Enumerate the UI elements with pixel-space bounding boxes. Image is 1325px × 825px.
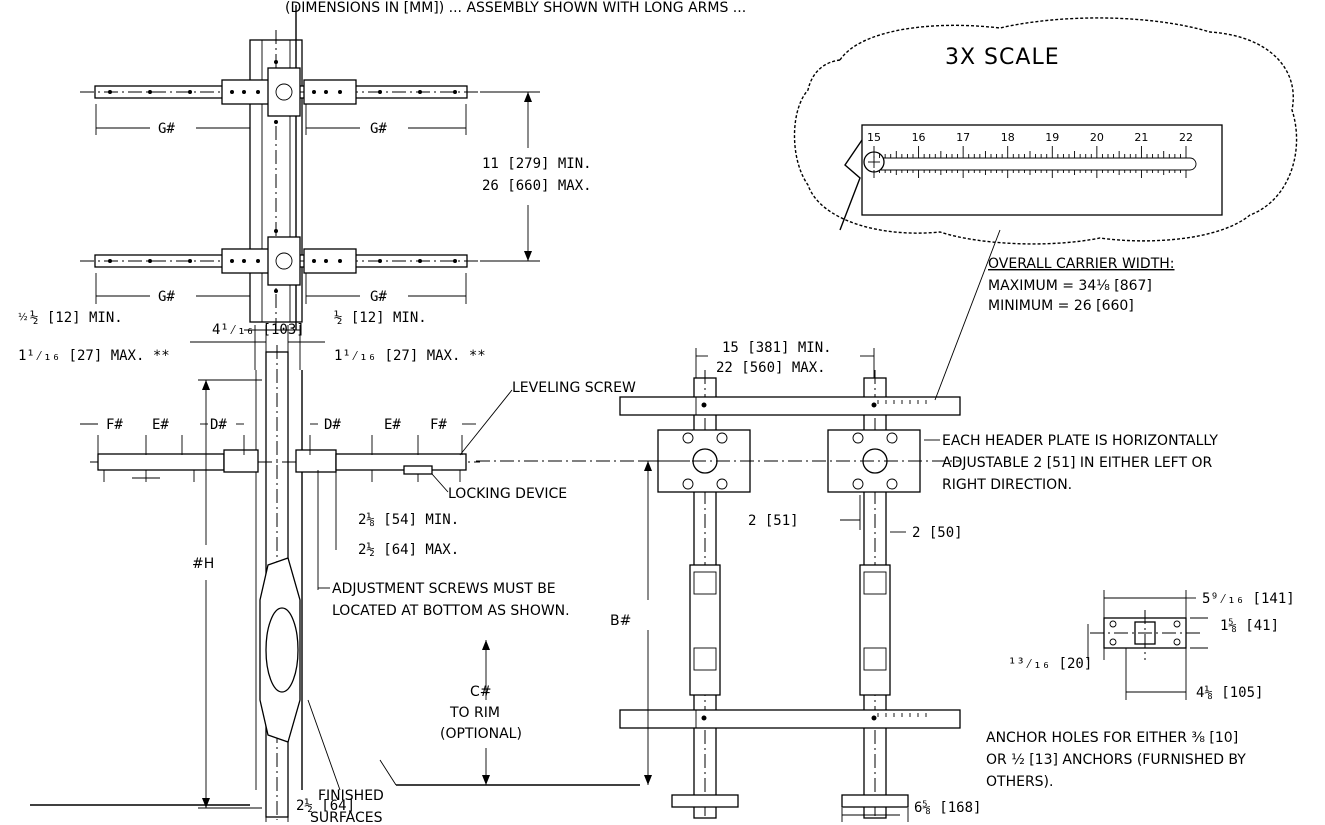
ruler-number: 17 [956, 131, 970, 144]
to-rim: TO RIM [449, 705, 500, 721]
max-2-1-2: 2½ [64] MAX. [358, 542, 459, 558]
g-label: G# [158, 289, 175, 305]
f-label-right: F# [430, 417, 447, 433]
bottom-2-1-2: 2½ [64] [296, 798, 355, 814]
g-label: G# [370, 121, 387, 137]
front-max-22: 22 [560] MAX. [716, 360, 826, 376]
plan-view: G# G# G# G# 11 [279] MIN. 26 [660] MAX. [80, 5, 592, 330]
anchor-4-1-8: 4⅛ [105] [1196, 685, 1263, 701]
front-view: 15 [381] MIN. 22 [560] MAX. [476, 340, 1218, 822]
top-note: (DIMENSIONS IN [MM]) ... ASSEMBLY SHOWN … [285, 0, 746, 16]
ruler-number: 15 [867, 131, 881, 144]
g-label: G# [158, 121, 175, 137]
half-min-right: ½ [12] MIN. [334, 310, 427, 326]
d-label-left: D# [210, 417, 227, 433]
g-label: G# [370, 289, 387, 305]
rim-dimension: C# TO RIM (OPTIONAL) [379, 640, 640, 786]
finished-2: SURFACES [310, 810, 383, 825]
ruler-number: 18 [1001, 131, 1015, 144]
front-min-15: 15 [381] MIN. [722, 340, 832, 356]
anchor-note-3: OTHERS). [986, 774, 1053, 790]
spacing-min: 11 [279] MIN. [482, 156, 592, 172]
h-label: #H [192, 556, 214, 572]
ruler-number: 20 [1090, 131, 1104, 144]
side-view: ½ ½ [12] MIN. 1¹⁄₁₆ [27] MAX. ** 4¹⁄₁₆ [… [18, 310, 636, 825]
svg-text:½: ½ [18, 311, 28, 323]
bottom-6-5-8: 6⅝ [168] [914, 800, 981, 816]
min-2-1-8: 2⅛ [54] MIN. [358, 512, 459, 528]
carrier-width-max: MAXIMUM = 34⅛ [867] [988, 278, 1152, 294]
anchor-detail: 5⁹⁄₁₆ [141] 1⅝ [41] ¹³⁄₁₆ [20] 4⅛ [105] … [986, 590, 1295, 790]
dim-2-51: 2 [51] [748, 513, 799, 529]
anchor-note-1: ANCHOR HOLES FOR EITHER ⅜ [10] [986, 730, 1238, 746]
carrier-width-min: MINIMUM = 26 [660] [988, 298, 1134, 314]
dim-2-50: 2 [50] [912, 525, 963, 541]
c-label: C# [470, 684, 492, 700]
leveling-screw-label: LEVELING SCREW [512, 380, 636, 396]
locking-device-label: LOCKING DEVICE [448, 486, 567, 502]
anchor-13-16: ¹³⁄₁₆ [20] [1008, 656, 1092, 672]
anchor-width: 5⁹⁄₁₆ [141] [1202, 591, 1295, 607]
optional: (OPTIONAL) [440, 726, 522, 742]
carrier-width-block: OVERALL CARRIER WIDTH: MAXIMUM = 34⅛ [86… [988, 256, 1175, 314]
ruler-number: 16 [912, 131, 926, 144]
anchor-note-2: OR ½ [13] ANCHORS (FURNISHED BY [986, 752, 1246, 768]
header-note-1: EACH HEADER PLATE IS HORIZONTALLY [942, 433, 1218, 449]
d-label-right: D# [324, 417, 341, 433]
half-min: ½ [12] MIN. [30, 310, 123, 326]
carrier-width-heading: OVERALL CARRIER WIDTH: [988, 256, 1175, 272]
scale-title: 3X SCALE [945, 45, 1060, 70]
header-note-3: RIGHT DIRECTION. [942, 477, 1072, 493]
max-1-1-16: 1¹⁄₁₆ [27] MAX. ** [18, 348, 170, 364]
adjust-note-2: LOCATED AT BOTTOM AS SHOWN. [332, 603, 570, 619]
scale-callout: 3X SCALE 15 16 17 18 19 20 21 22 [793, 17, 1298, 245]
spacing-max: 26 [660] MAX. [482, 178, 592, 194]
ruler-number: 19 [1045, 131, 1059, 144]
adjust-note-1: ADJUSTMENT SCREWS MUST BE [332, 581, 556, 597]
e-label-left: E# [152, 417, 169, 433]
f-label-left: F# [106, 417, 123, 433]
anchor-1-5-8: 1⅝ [41] [1220, 618, 1279, 634]
finished-1: FINISHED [318, 788, 384, 804]
ruler-number: 22 [1179, 131, 1193, 144]
ruler-number: 21 [1134, 131, 1148, 144]
header-note-2: ADJUSTABLE 2 [51] IN EITHER LEFT OR [942, 455, 1213, 471]
e-label-right: E# [384, 417, 401, 433]
max-1-1-16-right: 1¹⁄₁₆ [27] MAX. ** [334, 348, 486, 364]
b-label: B# [610, 613, 631, 629]
